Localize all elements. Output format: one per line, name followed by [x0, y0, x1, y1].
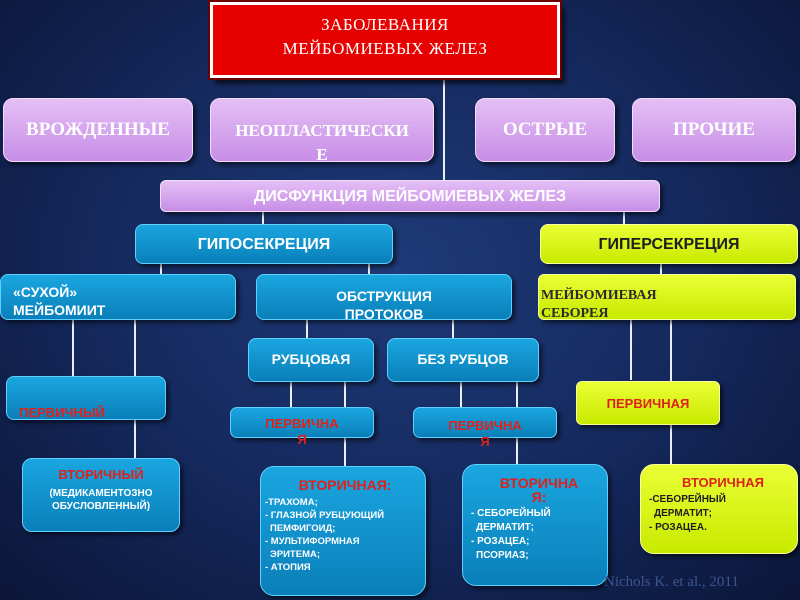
dysfunction-box: ДИСФУНКЦИЯ МЕЙБОМИЕВЫХ ЖЕЛЕЗ [160, 180, 660, 212]
hypersecretion-label: ГИПЕРСЕКРЕЦИЯ [598, 236, 740, 253]
secondary-noscar-title-line1: ВТОРИЧНА [499, 475, 579, 491]
primary-scar-line2: Я [297, 432, 307, 447]
list-item: - АТОПИЯ [265, 562, 311, 573]
primary-noscar-box: ПЕРВИЧНА Я [413, 407, 557, 449]
list-item: - РОЗАЦЕА. [649, 522, 707, 533]
connector-hypo-right [368, 262, 370, 276]
primary-dry-label: ПЕРВИЧНЫЙ [19, 405, 106, 420]
category-acute: ОСТРЫЕ [475, 98, 615, 162]
secondary-noscar-title-line2: Я: [531, 489, 547, 505]
category-neoplastic: НЕОПЛАСТИЧЕСКИ Е [210, 98, 434, 162]
secondary-hyper-box: ВТОРИЧНАЯ -СЕБОРЕЙНЫЙ ДЕРМАТИТ; - РОЗАЦЕ… [640, 464, 798, 554]
obstruction-line1: ОБСТРУКЦИЯ [336, 288, 432, 304]
category-neoplastic-line2: Е [316, 145, 328, 162]
list-item: -ТРАХОМА; [265, 497, 318, 508]
dry-meibomitis-line1: «СУХОЙ» [13, 284, 78, 300]
list-item: ПСОРИАЗ; [476, 550, 529, 561]
primary-dry-box: ПЕРВИЧНЫЙ [6, 376, 166, 420]
list-item: ДЕРМАТИТ; [476, 522, 534, 533]
title-line2: МЕЙБОМИЕВЫХ ЖЕЛЕЗ [282, 39, 488, 58]
connector-noscar-left [460, 382, 462, 408]
connector-obstr-left [306, 320, 308, 340]
secondary-dry-title: ВТОРИЧНЫЙ [58, 467, 144, 482]
hyposecretion-label: ГИПОСЕКРЕЦИЯ [197, 236, 331, 253]
connector-obstr-right [452, 320, 454, 340]
list-item: - МУЛЬТИФОРМНАЯ [265, 536, 360, 547]
primary-noscar-line2: Я [480, 434, 490, 449]
list-item: - ГЛАЗНОЙ РУБЦУЮЩИЙ [265, 510, 385, 521]
dysfunction-label: ДИСФУНКЦИЯ МЕЙБОМИЕВЫХ ЖЕЛЕЗ [253, 188, 567, 205]
title-box: ЗАБОЛЕВАНИЯ МЕЙБОМИЕВЫХ ЖЕЛЕЗ [208, 0, 562, 80]
secondary-dry-line2: ОБУСЛОВЛЕННЫЙ) [51, 501, 151, 512]
dry-meibomitis-line2: МЕЙБОМИИТ [13, 302, 106, 318]
connector-title-down [443, 80, 445, 180]
category-acute-label: ОСТРЫЕ [502, 119, 588, 140]
obstruction-line2: ПРОТОКОВ [344, 306, 424, 320]
connector-dysfunction-right [623, 210, 625, 224]
category-other: ПРОЧИЕ [632, 98, 796, 162]
scarring-box: РУБЦОВАЯ [248, 338, 374, 382]
list-item: ЭРИТЕМА; [270, 549, 321, 560]
secondary-noscar-box: ВТОРИЧНА Я: - СЕБОРЕЙНЫЙ ДЕРМАТИТ; - РОЗ… [462, 464, 608, 586]
connector-sebo-left [630, 320, 632, 380]
secondary-scar-list: -ТРАХОМА; - ГЛАЗНОЙ РУБЦУЮЩИЙ ПЕМФИГОИД;… [265, 496, 425, 574]
hypersecretion-box: ГИПЕРСЕКРЕЦИЯ [540, 224, 798, 264]
list-item: - СЕБОРЕЙНЫЙ [471, 508, 551, 519]
primary-hyper-label: ПЕРВИЧНАЯ [606, 396, 690, 411]
secondary-scar-box: ВТОРИЧНАЯ: -ТРАХОМА; - ГЛАЗНОЙ РУБЦУЮЩИЙ… [260, 466, 426, 596]
obstruction-box: ОБСТРУКЦИЯ ПРОТОКОВ [256, 274, 512, 320]
list-item: - РОЗАЦЕА; [471, 536, 530, 547]
primary-hyper-box: ПЕРВИЧНАЯ [576, 381, 720, 425]
connector-dry-left [72, 320, 74, 376]
list-item: ПЕМФИГОИД; [270, 523, 336, 534]
connector-dysfunction-left [262, 210, 264, 224]
primary-noscar-line1: ПЕРВИЧНА [448, 418, 522, 433]
category-congenital-label: ВРОЖДЕННЫЕ [26, 119, 170, 140]
no-scarring-box: БЕЗ РУБЦОВ [387, 338, 539, 382]
category-congenital: ВРОЖДЕННЫЕ [3, 98, 193, 162]
connector-scar-left [290, 382, 292, 408]
meibomian-seborrhea-box: МЕЙБОМИЕВАЯ СЕБОРЕЯ [538, 274, 796, 320]
secondary-scar-title: ВТОРИЧНАЯ: [298, 477, 392, 493]
primary-scar-box: ПЕРВИЧНА Я [230, 407, 374, 447]
secondary-dry-box: ВТОРИЧНЫЙ (МЕДИКАМЕНТОЗНО ОБУСЛОВЛЕННЫЙ) [22, 458, 180, 532]
connector-hypo-left [160, 262, 162, 276]
hyposecretion-box: ГИПОСЕКРЕЦИЯ [135, 224, 393, 264]
secondary-hyper-list: -СЕБОРЕЙНЫЙ ДЕРМАТИТ; - РОЗАЦЕА. [649, 493, 797, 535]
meibomian-seborrhea-line2: СЕБОРЕЯ [541, 306, 609, 320]
secondary-dry-line1: (МЕДИКАМЕНТОЗНО [49, 488, 153, 499]
primary-scar-line1: ПЕРВИЧНА [265, 416, 339, 431]
scarring-label: РУБЦОВАЯ [271, 351, 351, 367]
category-neoplastic-line1: НЕОПЛАСТИЧЕСКИ [235, 121, 409, 140]
title-line1: ЗАБОЛЕВАНИЯ [321, 15, 449, 34]
connector-hyper-down [660, 262, 662, 276]
list-item: -СЕБОРЕЙНЫЙ [649, 494, 726, 505]
citation: Nichols K. et al., 2011 [604, 574, 739, 590]
dry-meibomitis-box: «СУХОЙ» МЕЙБОМИИТ [0, 274, 236, 320]
category-other-label: ПРОЧИЕ [673, 119, 755, 140]
list-item: ДЕРМАТИТ; [654, 508, 712, 519]
secondary-noscar-list: - СЕБОРЕЙНЫЙ ДЕРМАТИТ; - РОЗАЦЕА; ПСОРИА… [471, 507, 607, 563]
meibomian-seborrhea-line1: МЕЙБОМИЕВАЯ [541, 288, 657, 303]
no-scarring-label: БЕЗ РУБЦОВ [417, 351, 509, 367]
secondary-hyper-title: ВТОРИЧНАЯ [682, 475, 764, 490]
